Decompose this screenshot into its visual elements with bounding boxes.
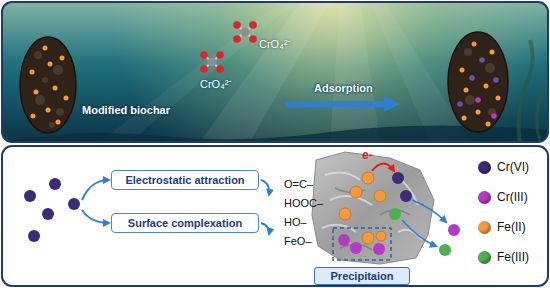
legend-text: Fe(III) bbox=[497, 250, 529, 264]
legend-swatch bbox=[478, 191, 491, 204]
legend-swatch bbox=[478, 251, 491, 264]
legend-text: Cr(VI) bbox=[497, 160, 529, 174]
functional-group: HO– bbox=[284, 216, 307, 228]
caption-label: Modified biochar bbox=[82, 104, 170, 116]
legend-swatch bbox=[478, 161, 491, 174]
precipitation-box: Precipitaion bbox=[314, 267, 410, 285]
node-text: Electrostatic attraction bbox=[118, 174, 252, 186]
chemical-formula: CrO₄²⁻ bbox=[259, 36, 291, 51]
legend-item: Fe(II) bbox=[478, 220, 526, 234]
mechanism-box: Surface complexation bbox=[111, 213, 259, 233]
legend-swatch bbox=[478, 221, 491, 234]
legend-text: Cr(III) bbox=[497, 190, 528, 204]
legend-item: Cr(III) bbox=[478, 190, 528, 204]
legend-item: Cr(VI) bbox=[478, 160, 529, 174]
node-text: Surface complexation bbox=[118, 217, 252, 229]
functional-group: HOOC– bbox=[284, 197, 323, 209]
electron-label: e- bbox=[362, 148, 373, 162]
chemical-formula: CrO₄²⁻ bbox=[200, 76, 232, 91]
process-label: Adsorption bbox=[314, 82, 373, 94]
legend-item: Fe(III) bbox=[478, 250, 529, 264]
mechanism-box: Electrostatic attraction bbox=[111, 170, 259, 190]
legend-text: Fe(II) bbox=[497, 220, 526, 234]
functional-group: FeO– bbox=[284, 235, 312, 247]
functional-group: O=C– bbox=[284, 178, 313, 190]
node-text: Precipitaion bbox=[323, 270, 401, 282]
